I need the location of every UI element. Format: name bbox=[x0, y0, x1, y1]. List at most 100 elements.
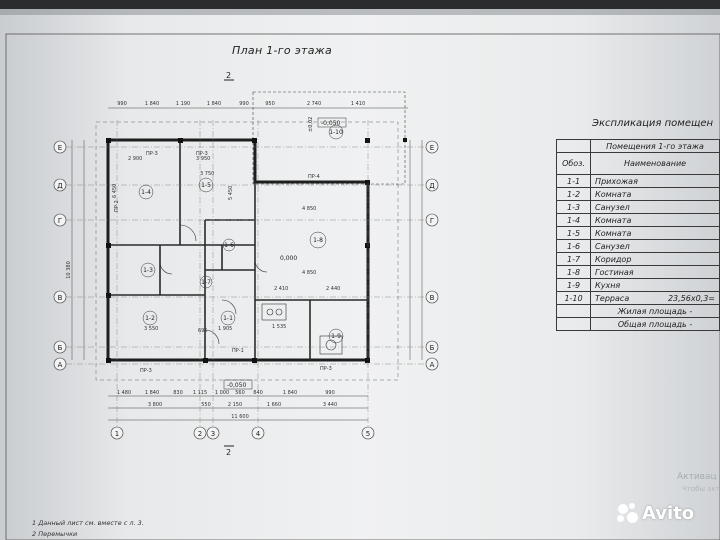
windows-activation-subtext: Чтобы акт bbox=[682, 485, 720, 493]
svg-text:4 850: 4 850 bbox=[302, 206, 316, 212]
svg-text:3 950: 3 950 bbox=[196, 156, 210, 162]
room-labels: 1-4 1-5 1-3 1-2 1-6 1-7 1-1 1-8 1-9 1-10 bbox=[138, 124, 344, 344]
table-row: Жилая площадь - bbox=[555, 304, 720, 318]
door-swings bbox=[159, 224, 268, 345]
svg-text:Б: Б bbox=[430, 344, 435, 352]
svg-text:ПР-3: ПР-3 bbox=[146, 151, 158, 157]
explication-table-header: Помещения 1-го этажа bbox=[590, 139, 720, 153]
monitor-bezel bbox=[0, 0, 720, 9]
svg-text:2: 2 bbox=[226, 448, 231, 457]
svg-text:1-10: 1-10 bbox=[329, 129, 343, 136]
svg-text:1-2: 1-2 bbox=[145, 315, 155, 322]
axis-lines bbox=[66, 120, 430, 432]
svg-text:990: 990 bbox=[325, 390, 335, 396]
level-marks: -0,050 0,000 -0,050 ±0,02 bbox=[223, 117, 347, 390]
columns bbox=[106, 138, 407, 363]
svg-text:3 440: 3 440 bbox=[323, 402, 337, 408]
svg-text:Д: Д bbox=[429, 182, 435, 190]
col-header-code: Обоз. bbox=[555, 152, 592, 175]
axis-4: 4 bbox=[256, 430, 261, 438]
total-area: Общая площадь - bbox=[590, 317, 720, 331]
svg-text:6 450: 6 450 bbox=[112, 184, 118, 198]
bottom-dims: 1 480 1 840 830 1 115 1 000 560 840 1 84… bbox=[117, 390, 337, 420]
axis-1: 1 bbox=[115, 430, 119, 438]
col-header-name: Наименование bbox=[590, 152, 720, 175]
svg-text:695: 695 bbox=[198, 328, 208, 334]
svg-text:ПР-3: ПР-3 bbox=[320, 366, 332, 372]
svg-text:5 450: 5 450 bbox=[228, 186, 234, 200]
table-row: Общая площадь - bbox=[555, 317, 720, 331]
axis-3: 3 bbox=[211, 430, 215, 438]
svg-text:1 000: 1 000 bbox=[215, 390, 229, 396]
svg-text:1 410: 1 410 bbox=[351, 101, 365, 107]
svg-text:В: В bbox=[58, 294, 63, 302]
svg-text:±0,02: ±0,02 bbox=[308, 117, 314, 132]
svg-text:1 840: 1 840 bbox=[207, 101, 221, 107]
svg-text:ПР-2: ПР-2 bbox=[114, 200, 120, 212]
avito-watermark: Avito bbox=[616, 502, 694, 524]
svg-text:1-3: 1-3 bbox=[143, 267, 153, 274]
svg-text:Д: Д bbox=[57, 182, 63, 190]
svg-text:А: А bbox=[58, 361, 63, 369]
svg-text:830: 830 bbox=[173, 390, 183, 396]
windows-activation-watermark: Активац bbox=[677, 472, 717, 482]
svg-text:2 900: 2 900 bbox=[128, 156, 142, 162]
axis-bubbles-bottom: 1 2 3 4 5 bbox=[110, 426, 375, 440]
section-mark: 2 2 bbox=[224, 71, 234, 457]
svg-text:1 660: 1 660 bbox=[267, 402, 281, 408]
svg-text:1 535: 1 535 bbox=[272, 324, 286, 330]
avito-logo-icon bbox=[616, 502, 638, 524]
svg-text:1 115: 1 115 bbox=[193, 390, 207, 396]
svg-text:Г: Г bbox=[430, 217, 434, 225]
svg-text:11 600: 11 600 bbox=[231, 414, 249, 420]
svg-text:1 190: 1 190 bbox=[176, 101, 190, 107]
note-1: 1 Данный лист см. вместе с л. 3. bbox=[32, 519, 144, 527]
svg-text:ПР-4: ПР-4 bbox=[308, 174, 320, 180]
svg-text:1 840: 1 840 bbox=[283, 390, 297, 396]
svg-text:2 150: 2 150 bbox=[228, 402, 242, 408]
svg-text:Е: Е bbox=[430, 144, 434, 152]
top-dims: 990 1 840 1 190 1 840 990 950 2 740 1 41… bbox=[117, 101, 365, 107]
svg-text:1-9: 1-9 bbox=[331, 333, 341, 340]
svg-text:1 840: 1 840 bbox=[145, 101, 159, 107]
svg-text:990: 990 bbox=[117, 101, 127, 107]
svg-text:2 440: 2 440 bbox=[326, 286, 340, 292]
svg-text:1 480: 1 480 bbox=[117, 390, 131, 396]
svg-text:3 550: 3 550 bbox=[144, 326, 158, 332]
note-2: 2 Перемычки bbox=[32, 530, 78, 538]
svg-text:2 410: 2 410 bbox=[274, 286, 288, 292]
screen-edge-shadow bbox=[0, 9, 720, 15]
svg-text:1 905: 1 905 bbox=[218, 326, 232, 332]
svg-text:1 840: 1 840 bbox=[145, 390, 159, 396]
svg-text:3 750: 3 750 bbox=[200, 171, 214, 177]
svg-text:560: 560 bbox=[235, 390, 245, 396]
explication-title: Экспликация помещен bbox=[592, 118, 714, 129]
sheet-frame bbox=[5, 33, 720, 540]
svg-text:Е: Е bbox=[58, 144, 62, 152]
svg-text:950: 950 bbox=[265, 101, 275, 107]
svg-text:550: 550 bbox=[201, 402, 211, 408]
plan-title: План 1-го этажа bbox=[232, 44, 333, 57]
svg-text:1-1: 1-1 bbox=[223, 315, 233, 322]
svg-text:ПР-3: ПР-3 bbox=[140, 368, 152, 374]
terrace-outline bbox=[252, 91, 406, 185]
svg-text:А: А bbox=[430, 361, 435, 369]
svg-text:Б: Б bbox=[58, 344, 63, 352]
svg-text:990: 990 bbox=[239, 101, 249, 107]
axis-bubbles-side: Е Д Г В Б А Е Д Г В Б А bbox=[53, 140, 439, 371]
svg-text:4 850: 4 850 bbox=[302, 270, 316, 276]
avito-brand: Avito bbox=[642, 502, 695, 524]
left-height-dim: 10 380 bbox=[66, 261, 72, 279]
svg-text:840: 840 bbox=[253, 390, 263, 396]
room-dims: 2 900 3 950 3 750 4 850 4 850 3 550 2 44… bbox=[112, 156, 340, 334]
svg-text:3 800: 3 800 bbox=[148, 402, 162, 408]
